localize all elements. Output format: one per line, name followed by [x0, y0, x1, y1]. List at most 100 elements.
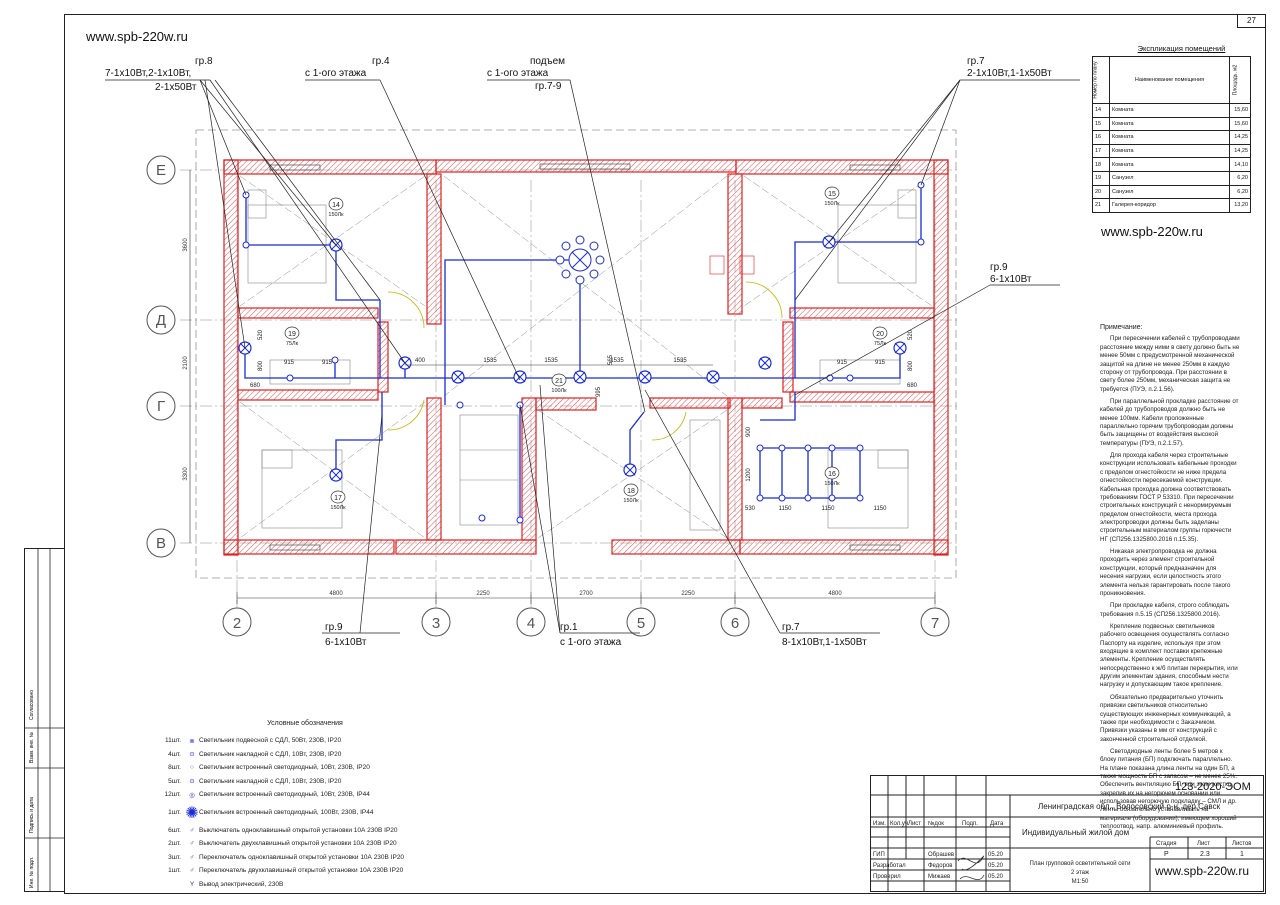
tb-object: Индивидуальный жилой дом — [1022, 828, 1129, 837]
legend-text: Переключатель одноклавишный открытой уст… — [199, 853, 405, 861]
dim-bottom-5: 4800 — [828, 591, 842, 597]
tb-hdr-date: Дата — [990, 821, 1004, 827]
legend-text: Выключатель двухклавишный открытой устан… — [199, 840, 397, 848]
col-num-header: Номер по плану — [1092, 61, 1099, 99]
gr7-top-title: гр.7 — [967, 56, 985, 67]
legend-text: Светильник встроенный светодиодный, 10Вт… — [199, 764, 370, 772]
explication-cell-num: 15 — [1092, 116, 1110, 132]
legend-qty: 6шт. — [168, 826, 181, 834]
tb-name-3: Мижаев — [928, 874, 950, 880]
legend-text: Светильник накладной с СДЛ, 10Вт, 230В, … — [199, 777, 342, 785]
notes-title: Примечание: — [1100, 324, 1143, 331]
floor-plan: Е Д Г В 2 3 4 5 6 7 4800 2250 2700 2250 … — [105, 56, 1080, 648]
title-block: Изм. Кол.уч Лист №док Подп. Дата ГИП Обр… — [870, 775, 1264, 892]
col-area-header: Площадь, м2 — [1232, 64, 1239, 96]
room-17-lux: 150Лк — [330, 505, 346, 511]
explication-cell-area: 15,60 — [1229, 116, 1251, 132]
dim-corr-1: 400 — [415, 358, 426, 364]
room-16-num: 16 — [828, 471, 836, 478]
explication-cell-num: 19 — [1092, 170, 1110, 186]
explication-cell-num: 18 — [1092, 157, 1110, 172]
room-20-lux: 75Лк — [874, 341, 887, 347]
legend-qty: 8шт. — [168, 764, 181, 772]
tb-date-1: 05.20 — [988, 852, 1004, 858]
tb-sheets: 1 — [1240, 851, 1244, 858]
gr9-bottom-line1: 6-1х10Вт — [325, 637, 367, 648]
tb-stage-label: Стадия — [1156, 841, 1176, 847]
tb-website: www.spb-220w.ru — [1154, 864, 1249, 878]
axis-4: 4 — [527, 615, 535, 632]
tb-name-2: Федоров — [928, 863, 952, 869]
stamp-inv: Инв. № подл. — [29, 857, 35, 888]
dim-wcl-5: 680 — [250, 383, 261, 389]
tb-hdr-list: Лист — [908, 821, 921, 827]
room-16-lux: 150Лк — [824, 481, 840, 487]
explication-cell-area: 14,25 — [1229, 143, 1251, 159]
dim-r16-1: 900 — [746, 426, 752, 437]
explication-title: Экспликация помещений — [1137, 44, 1226, 53]
note-paragraph: Крепление подвесных светильников рабочег… — [1100, 622, 1238, 689]
tb-hdr-kol: Кол.уч — [890, 821, 908, 827]
dim-wcr-1: 520 — [908, 329, 914, 340]
dim-left-2: 2100 — [183, 356, 189, 370]
room-14-num: 14 — [332, 202, 340, 209]
room-15-num: 15 — [828, 191, 836, 198]
legend-item: 6шт.♂Выключатель одноклавишный открытой … — [155, 824, 415, 838]
gr9-right-line1: 6-1х10Вт — [990, 274, 1032, 285]
explication-cell-num: 21 — [1092, 198, 1110, 213]
legend-item: 11шт.⊗Светильник подвесной с СДЛ, 50Вт, … — [155, 734, 415, 748]
dim-r16-3: 530 — [745, 506, 756, 512]
stamp-replace: Взам. инв. № — [29, 732, 35, 763]
axis-E: Е — [156, 162, 166, 179]
legend-item: 3шт.♂Переключатель одноклавишный открыто… — [155, 851, 415, 865]
dim-corr-7: 995 — [596, 386, 602, 397]
gr7-bottom-line1: 8-1х10Вт,1-1х50Вт — [782, 637, 867, 648]
explication-cell-num: 14 — [1092, 103, 1110, 118]
axis-6: 6 — [731, 615, 739, 632]
legend-qty: 5шт. — [168, 777, 181, 785]
signature-mark — [957, 855, 985, 880]
room-14-lux: 150Лк — [328, 212, 344, 218]
explication-cell-area: 14,10 — [1229, 157, 1251, 172]
dim-bottom-4: 2250 — [681, 591, 695, 597]
notes-block: Примечание: При пересечении кабелей с тр… — [1100, 323, 1240, 836]
tb-address: Ленинградская обл., Волосовский р-н, дер… — [1038, 802, 1221, 811]
dim-left-1: 3600 — [183, 238, 189, 252]
dim-wcr-2: 915 — [837, 360, 848, 366]
axis-3: 3 — [432, 615, 440, 632]
note-paragraph: Светодиодные ленты более 5 метров к блок… — [1100, 747, 1237, 831]
room-15-lux: 150Лк — [824, 201, 840, 207]
dim-bottom-2: 2250 — [476, 591, 490, 597]
tb-name-1: Обрашев — [928, 852, 954, 858]
dim-r16-4: 1150 — [779, 506, 793, 512]
recessed-lamp-icon: ○ — [190, 764, 194, 772]
legend-qty: 1шт. — [168, 867, 181, 875]
col-name-header: Наименование помещения — [1109, 56, 1230, 104]
explication-cell-name: Комната — [1109, 103, 1230, 118]
switch-1key-icon: ♂ — [189, 826, 195, 834]
legend-qty: 1шт. — [168, 809, 181, 816]
gr7-top-line1: 2-1х10Вт,1-1х50Вт — [967, 68, 1052, 79]
explication-cell-area: 6,20 — [1229, 184, 1251, 200]
legend-text: Светильник встроенный светодиодный, 100В… — [199, 809, 374, 816]
explication-cell-num: 17 — [1092, 143, 1110, 159]
legend-item: 4шт.⊙Светильник накладной с СДЛ, 10Вт, 2… — [155, 748, 415, 762]
legend-qty: 12шт. — [164, 791, 181, 799]
tb-role-1: ГИП — [873, 852, 885, 858]
surface-lamp-icon: ⊙ — [189, 778, 195, 786]
explication-cell-num: 16 — [1092, 130, 1110, 145]
legend-item: 12шт.◎Светильник встроенный светодиодный… — [155, 788, 415, 802]
tb-stage: Р — [1164, 851, 1169, 858]
tb-scale: М1:50 — [1072, 879, 1089, 885]
gr8-line2: 2-1х50Вт — [155, 82, 197, 93]
dim-left-3: 3300 — [183, 467, 189, 481]
side-stamp: Согласовано Взам. инв. № Подпись и дата … — [24, 548, 65, 892]
axis-V: В — [156, 535, 166, 552]
gr8-line1: 7-1х10Вт,2-1х10Вт, — [105, 68, 191, 79]
dim-corr-3: 1535 — [544, 358, 558, 364]
